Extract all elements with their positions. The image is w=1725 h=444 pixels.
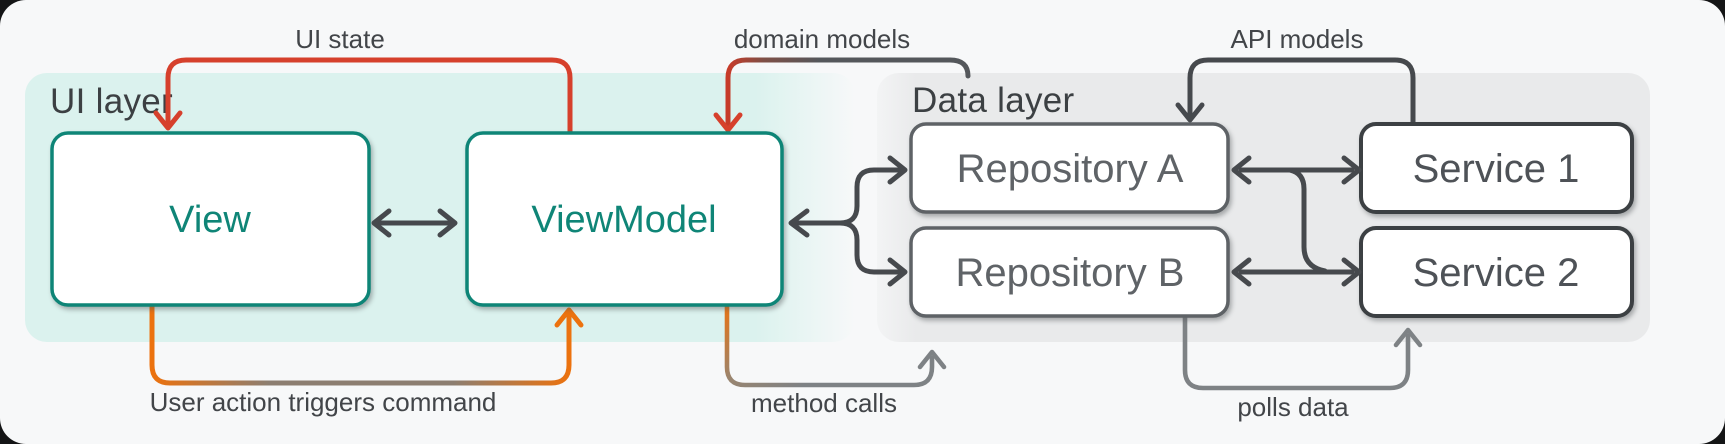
method-calls-label: method calls [751,388,897,418]
repository-b-label: Repository B [956,251,1185,295]
service-1-box-rect [1359,122,1634,214]
service-2-box: Service 2 [1359,226,1634,318]
domain-models-label: domain models [734,24,910,54]
viewmodel-box-rect [465,131,784,307]
view-box: View [50,131,371,307]
service-1-box: Service 1 [1359,122,1634,214]
data-layer-title: Data layer [912,81,1075,120]
cross-row-connector [1287,167,1328,274]
api-models-label: API models [1231,24,1364,54]
domain-models-arrow [713,57,971,133]
polls-data-label: polls data [1237,392,1349,422]
ui-state-arrow [153,57,573,138]
polls-data-arrow [1182,313,1423,391]
view-viewmodel-arrow [371,208,458,238]
repository-b-service-2-arrow [1231,257,1362,287]
repository-a-box-rect [909,122,1230,214]
service-1-label: Service 1 [1413,147,1580,191]
view-box-rect [50,131,371,307]
method-calls-arrow [724,302,947,388]
view-box-label: View [169,199,251,241]
repository-a-box: Repository A [909,122,1230,214]
api-models-arrow [1175,57,1416,127]
repository-b-box-rect [909,226,1230,318]
ui-layer-title: UI layer [50,82,173,121]
service-2-label: Service 2 [1413,251,1580,295]
repository-b-box: Repository B [909,226,1230,318]
viewmodel-box-label: ViewModel [531,199,716,241]
user-action-label: User action triggers command [150,387,497,417]
repository-a-label: Repository A [957,147,1184,191]
ui-state-label: UI state [295,24,385,54]
viewmodel-box: ViewModel [465,131,784,307]
user-action-arrow [149,302,584,386]
viewmodel-repositories-fork-arrow [788,155,908,287]
